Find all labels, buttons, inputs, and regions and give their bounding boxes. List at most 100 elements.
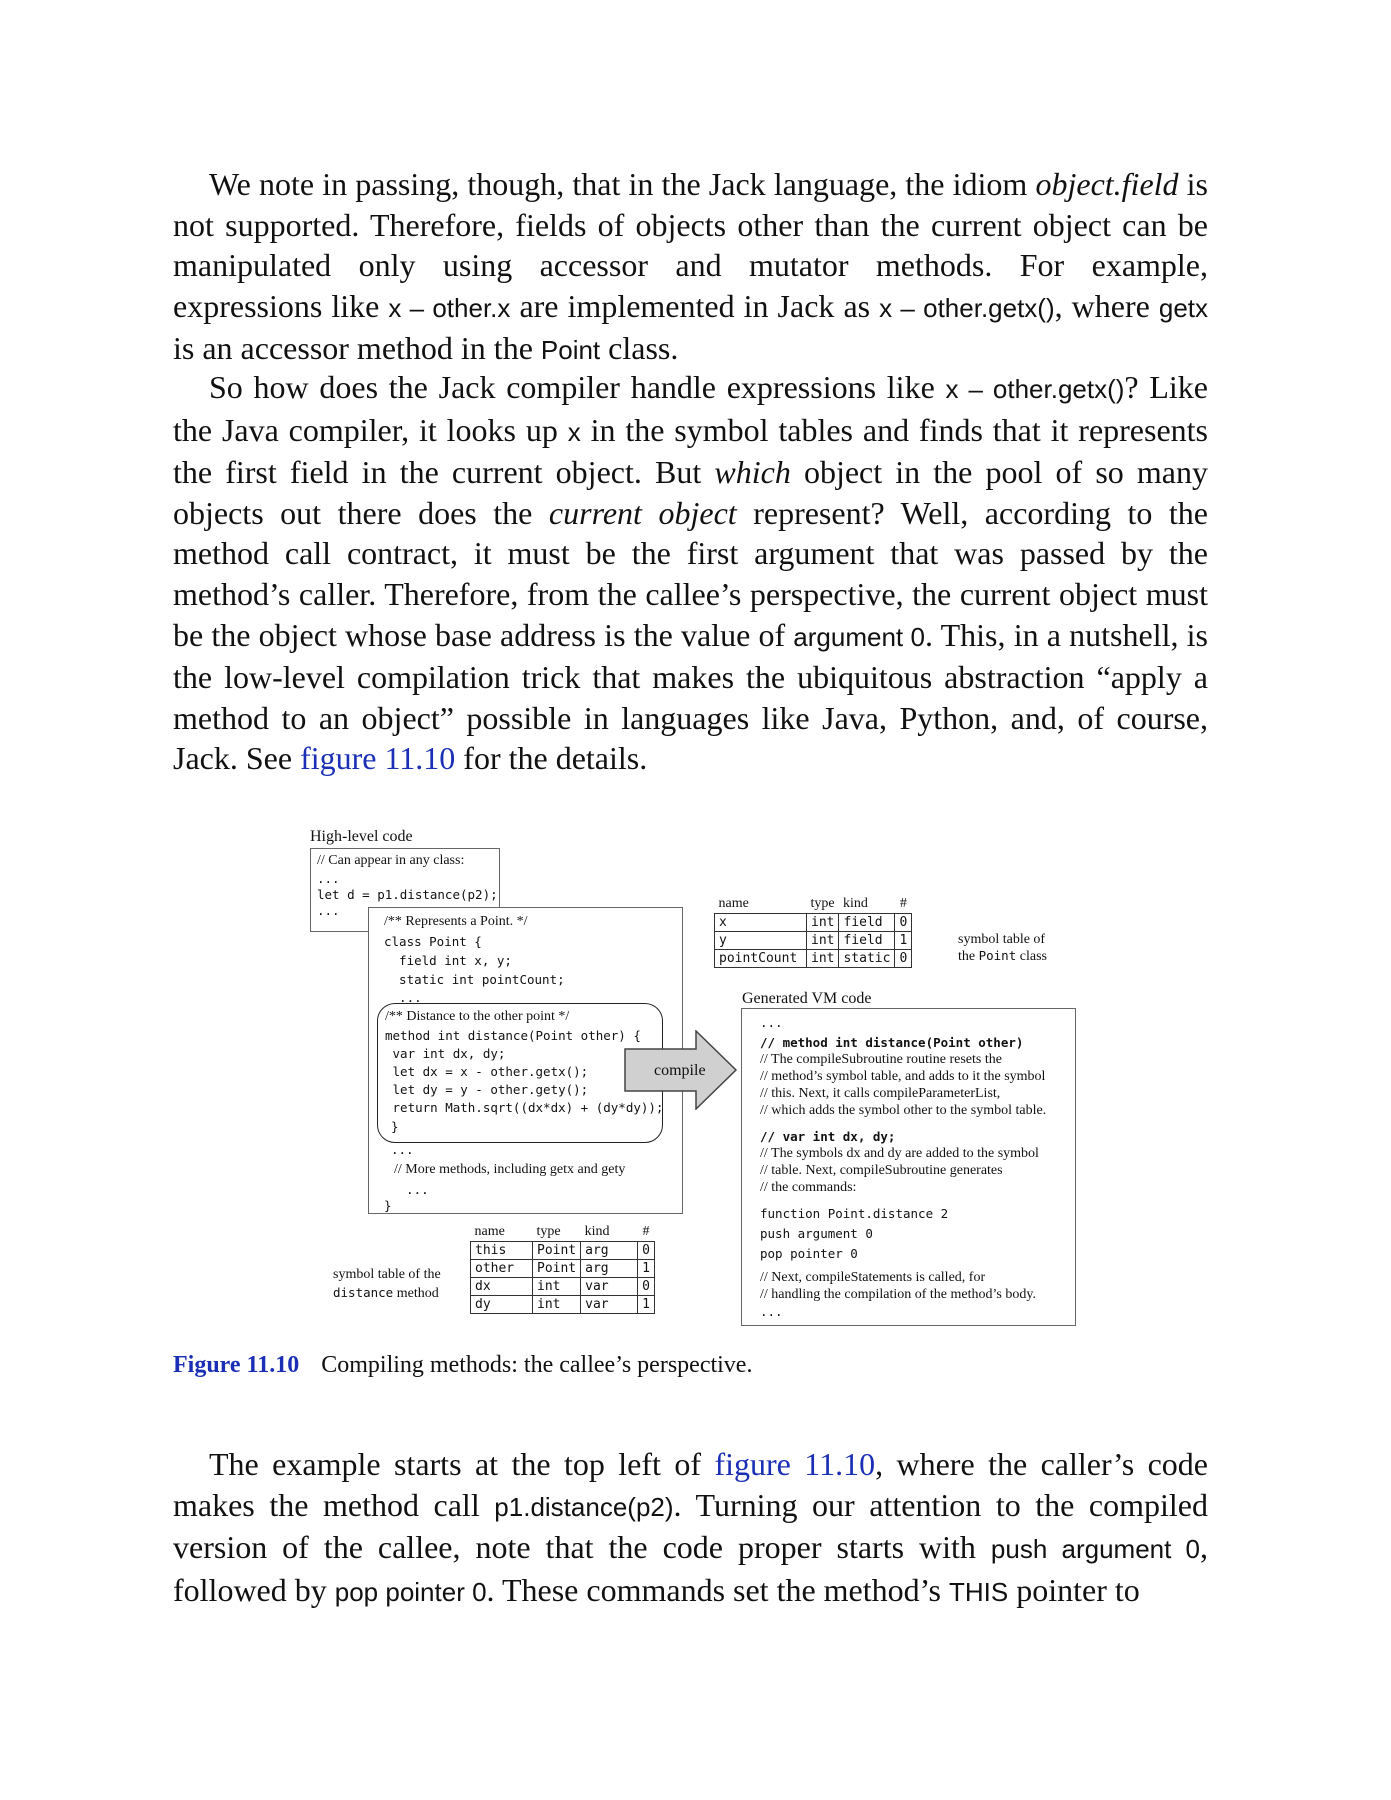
code-line: field int x, y;: [384, 953, 512, 968]
table-cell: field: [838, 931, 896, 950]
code-line: method int distance(Point other) {: [385, 1028, 641, 1043]
figure-link[interactable]: figure 11.10: [714, 1446, 876, 1482]
table-cell: other: [470, 1259, 533, 1278]
vm-line: // The symbols dx and dy are added to th…: [760, 1146, 1039, 1161]
emphasis: current object: [548, 494, 737, 531]
table-header: type: [536, 1224, 561, 1239]
figure-link[interactable]: figure 11.10: [300, 740, 456, 777]
table-cell: var: [580, 1277, 639, 1296]
vm-line: // method’s symbol table, and adds to it…: [760, 1069, 1046, 1084]
figure-number: Figure 11.10: [173, 1352, 300, 1378]
table-row: this Point arg 0: [470, 1241, 655, 1260]
code-line: class Point {: [384, 934, 482, 949]
text: in the symbol tables and finds that it r…: [173, 411, 1209, 491]
text: So how does the Jack compiler handle exp…: [209, 369, 946, 405]
text: . This, in a nutshell, is the low-level …: [173, 616, 1209, 777]
vm-line: function Point.distance 2: [760, 1206, 949, 1221]
code-line: var int dx, dy;: [385, 1046, 506, 1061]
code-line: static int pointCount;: [384, 972, 565, 987]
text: , where: [1054, 287, 1159, 324]
text: . Turning our attention to the compiled …: [173, 1486, 1209, 1566]
text: The example starts at the top left of: [209, 1446, 715, 1482]
table-header: #: [642, 1224, 650, 1239]
vm-line: // method int distance(Point other): [760, 1035, 1024, 1050]
caption-text: Compiling methods: the callee’s perspect…: [321, 1352, 753, 1378]
table-cell: x: [714, 913, 807, 932]
vm-code-box: ... // method int distance(Point other) …: [741, 1008, 1076, 1326]
table-cell: 1: [637, 1259, 655, 1278]
table-cell: int: [805, 913, 840, 932]
table-cell: Point: [531, 1259, 582, 1278]
text: . These commands set the method’s: [486, 1571, 949, 1608]
vm-line: ...: [760, 1015, 783, 1030]
table-cell: y: [714, 931, 807, 950]
table-cell: dy: [470, 1295, 533, 1314]
table-cell: static: [838, 949, 896, 968]
inline-code: p1.distance(p2): [494, 1491, 674, 1522]
vm-line: // the commands:: [760, 1180, 857, 1195]
paragraph-3: The example starts at the top left of fi…: [173, 1444, 1208, 1612]
table-cell: 0: [894, 913, 913, 932]
code-line: /** Distance to the other point */: [385, 1009, 570, 1024]
text: represent? Well, according to the method…: [173, 494, 1209, 653]
table-cell: field: [838, 913, 896, 932]
text: object in the pool of so many objects ou…: [173, 454, 1209, 531]
code-line: return Math.sqrt((dx*dx) + (dy*dy));: [385, 1100, 664, 1115]
table-cell: arg: [580, 1241, 639, 1260]
inline-code: argument 0: [793, 621, 926, 652]
code-line: // More methods, including getx and gety: [394, 1162, 626, 1177]
vm-line: // handling the compilation of the metho…: [760, 1287, 1036, 1302]
vm-line: // The compileSubroutine routine resets …: [760, 1052, 1002, 1067]
table-cell: 0: [637, 1277, 655, 1296]
table-cell: int: [805, 949, 840, 968]
inline-code: x: [567, 416, 581, 447]
vm-line: ...: [760, 1304, 783, 1319]
table-row: pointCount int static 0: [714, 949, 913, 968]
inline-code: x – other.getx(): [879, 292, 1055, 323]
table-row: dy int var 1: [470, 1295, 655, 1314]
table-row: dx int var 0: [470, 1277, 655, 1296]
table-header: #: [899, 896, 907, 911]
table-cell: 0: [637, 1241, 655, 1260]
method-symbol-table: name type kind # this Point arg 0 other …: [470, 1222, 655, 1314]
label-text: symbol table of: [958, 932, 1046, 947]
inline-code: Point: [540, 335, 601, 366]
code-line: ...: [317, 871, 340, 886]
emphasis: object.field: [1035, 166, 1179, 202]
vm-line: // var int dx, dy;: [760, 1129, 896, 1144]
text: , where the caller’s code makes the meth…: [173, 1446, 1209, 1523]
text: pointer to: [1008, 1571, 1140, 1608]
code-line: let d = p1.distance(p2);: [317, 887, 498, 902]
inline-code: push argument 0: [990, 1534, 1200, 1565]
table-cell: arg: [580, 1259, 639, 1278]
text: are implemented in Jack as: [510, 287, 880, 324]
table-cell: this: [470, 1241, 533, 1260]
table-cell: 1: [637, 1295, 655, 1314]
text: for the details.: [455, 740, 648, 777]
paragraph-1: We note in passing, though, that in the …: [173, 164, 1208, 371]
inline-code: getx: [1158, 292, 1209, 323]
text: class.: [600, 330, 679, 367]
table-cell: 0: [894, 949, 913, 968]
code-line: ...: [391, 1182, 429, 1197]
label-code: Point: [978, 948, 1017, 963]
vm-code-label: Generated VM code: [742, 990, 872, 1007]
table-cell: var: [580, 1295, 639, 1314]
table-header: name: [718, 896, 749, 911]
vm-line: // Next, compileStatements is called, fo…: [760, 1270, 986, 1285]
code-line: let dy = y - other.gety();: [385, 1082, 589, 1097]
code-line: ...: [391, 1142, 414, 1157]
table-cell: int: [805, 931, 840, 950]
paragraph-2: So how does the Jack compiler handle exp…: [173, 367, 1208, 779]
table-cell: int: [531, 1295, 582, 1314]
label-text: method: [393, 1286, 439, 1301]
emphasis: which: [714, 454, 791, 491]
vm-line: // which adds the symbol other to the sy…: [760, 1103, 1047, 1118]
high-level-code-label: High-level code: [310, 828, 413, 845]
table-header: kind: [842, 896, 868, 911]
text: , followed by: [173, 1529, 1208, 1608]
compile-arrow-icon: [624, 1030, 738, 1110]
inline-code: x – other.getx(): [945, 374, 1125, 404]
text: is an accessor method in the: [173, 330, 541, 367]
